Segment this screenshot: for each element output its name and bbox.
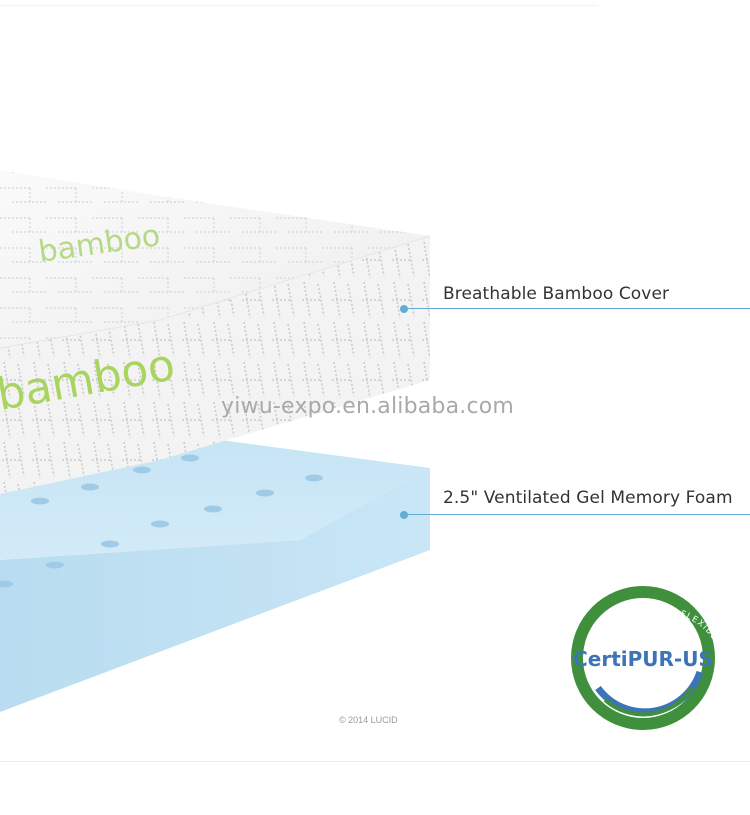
foam-vent-holes <box>0 454 323 588</box>
cover-callout-label: Breathable Bamboo Cover <box>443 284 670 304</box>
copyright-text: © 2014 LUCID <box>339 715 398 725</box>
foam-leader-line <box>404 514 750 515</box>
watermark-text: yiwu-expo.en.alibaba.com <box>221 394 515 419</box>
certipur-main-label: CertiPUR-US <box>573 647 713 671</box>
foam-leader-dot <box>400 511 408 519</box>
top-divider <box>0 5 598 6</box>
cover-leader-dot <box>400 305 408 313</box>
foam-side-face <box>0 468 430 712</box>
foam-callout-label: 2.5" Ventilated Gel Memory Foam <box>443 488 733 508</box>
bottom-divider <box>0 761 750 762</box>
cover-leader-line <box>404 308 750 309</box>
